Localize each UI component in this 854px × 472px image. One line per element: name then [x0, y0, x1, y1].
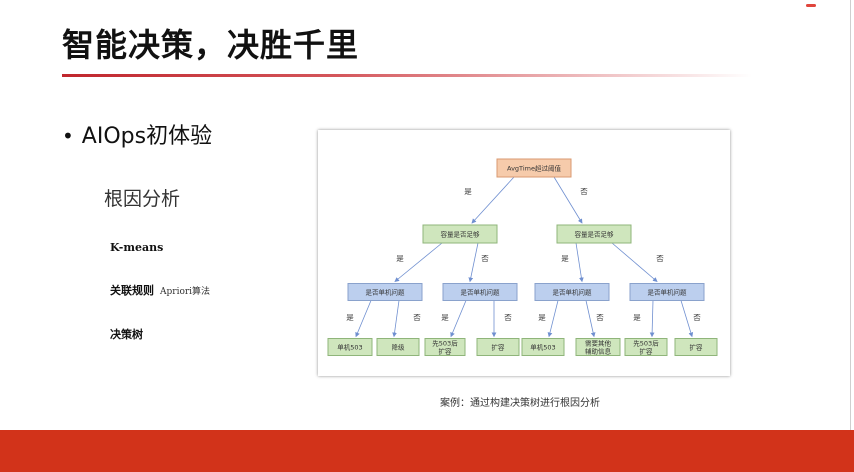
slide-title: 智能决策，决胜千里	[62, 26, 360, 64]
tree-root-node-box	[496, 158, 572, 178]
tree-leaf-node-box	[327, 338, 373, 356]
tree-leaf-node-label: 单机503	[337, 343, 362, 352]
bullet-text: AIOps初体验	[81, 124, 213, 149]
tree-root-node-label: AvgTime超过阈值	[507, 164, 561, 173]
tree-edge	[450, 300, 467, 338]
tree-edge	[649, 300, 655, 338]
bullet-dot-icon: •	[62, 124, 74, 148]
tree-level2-node-box	[347, 283, 423, 301]
branch-yes-label: 是	[441, 313, 449, 322]
tree-level1-node-label: 容量是否足够	[441, 230, 481, 239]
branch-yes-label: 是	[346, 313, 354, 322]
branch-no-label: 否	[656, 254, 664, 263]
tree-leaf-node-box	[521, 338, 565, 356]
method-note: Apriori算法	[160, 287, 211, 297]
bullet-item: • AIOps初体验	[62, 118, 212, 150]
tree-leaf-node-label: 辅助信息	[585, 347, 612, 356]
tree-level2-node-label: 是否单机问题	[461, 288, 501, 297]
branch-no-label: 否	[596, 313, 604, 322]
branch-no-label: 否	[413, 313, 421, 322]
branch-yes-label: 是	[561, 254, 569, 263]
branch-no-label: 否	[481, 254, 489, 263]
tree-edge	[680, 300, 694, 338]
method-item-association-rules: 关联规则 Apriori算法	[110, 282, 210, 298]
tree-leaf-node-label: 扩容	[492, 343, 506, 352]
tree-edge	[471, 176, 515, 224]
tree-level2-node-box	[629, 283, 705, 301]
tree-level2-node-box	[442, 283, 518, 301]
tree-leaf-node-box	[476, 338, 520, 356]
tree-level2-node-label: 是否单机问题	[648, 288, 688, 297]
branch-yes-label: 是	[396, 254, 404, 263]
tree-leaf-node-label: 先503后	[432, 339, 458, 348]
tree-leaf-node-label: 扩容	[640, 347, 654, 356]
tree-edge	[392, 300, 400, 338]
tree-level1-node-box	[556, 224, 632, 244]
tree-leaf-node-box	[424, 338, 466, 356]
tree-edge	[468, 242, 479, 283]
slide-edge	[850, 0, 851, 430]
tree-leaf-node-label: 扩容	[439, 347, 453, 356]
tree-level2-node-label: 是否单机问题	[553, 288, 593, 297]
method-label: K-means	[110, 241, 164, 254]
tree-level1-node-label: 容量是否足够	[575, 230, 615, 239]
branch-no-label: 否	[580, 187, 588, 196]
tree-leaf-node-label: 单机503	[530, 343, 555, 352]
branch-yes-label: 是	[538, 313, 546, 322]
method-item-decision-tree: 决策树	[110, 326, 143, 342]
method-label: 决策树	[110, 328, 143, 341]
footer-bar	[0, 430, 854, 472]
tree-leaf-node-label: 降级	[392, 343, 406, 352]
branch-no-label: 否	[693, 313, 701, 322]
section-heading: 根因分析	[104, 188, 181, 210]
decision-tree-diagram: 是否是否是否是否是否是否是否AvgTime超过阈值容量是否足够容量是否足够是否单…	[327, 158, 718, 356]
method-item-kmeans: K-means	[110, 241, 163, 254]
tree-edge	[547, 300, 559, 338]
corner-decoration	[806, 4, 816, 7]
tree-edge	[355, 300, 372, 338]
title-underline	[62, 74, 752, 77]
tree-leaf-node-label: 需要其他	[585, 339, 612, 348]
tree-edge	[394, 242, 443, 283]
branch-no-label: 否	[504, 313, 512, 322]
tree-leaf-node-box	[624, 338, 668, 356]
tree-leaf-node-label: 先503后	[633, 339, 659, 348]
tree-edge	[585, 300, 596, 338]
branch-yes-label: 是	[633, 313, 641, 322]
tree-leaf-node-label: 扩容	[690, 343, 704, 352]
tree-level2-node-label: 是否单机问题	[366, 288, 406, 297]
tree-leaf-node-box	[575, 338, 621, 356]
tree-edge	[575, 242, 584, 283]
tree-edge	[553, 176, 583, 224]
tree-level1-node-box	[422, 224, 498, 244]
figure-caption: 案例：通过构建决策树进行根因分析	[440, 398, 600, 409]
tree-level2-node-box	[534, 283, 610, 301]
branch-yes-label: 是	[464, 187, 472, 196]
tree-leaf-node-box	[674, 338, 718, 356]
tree-leaf-node-box	[376, 338, 420, 356]
tree-edge	[611, 242, 658, 283]
method-label: 关联规则	[110, 284, 154, 297]
